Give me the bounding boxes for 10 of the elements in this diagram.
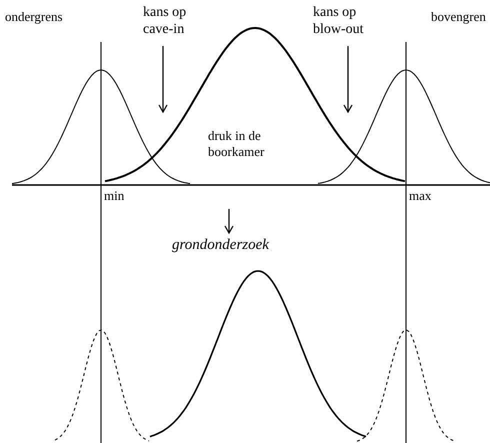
curve-label: druk in de boorkamer bbox=[208, 128, 266, 160]
callout-text: kans op cave-in bbox=[143, 4, 205, 38]
tick-label: max bbox=[409, 188, 432, 204]
tick-label: min bbox=[104, 188, 124, 204]
leader-arrow bbox=[158, 46, 168, 113]
callout-text: kans op blow-out bbox=[313, 4, 379, 38]
leader-arrow bbox=[343, 46, 353, 113]
caption-text: grondonderzoek bbox=[172, 237, 269, 253]
axis-label: bovengren bbox=[431, 9, 486, 25]
axis-label: ondergrens bbox=[5, 9, 63, 25]
